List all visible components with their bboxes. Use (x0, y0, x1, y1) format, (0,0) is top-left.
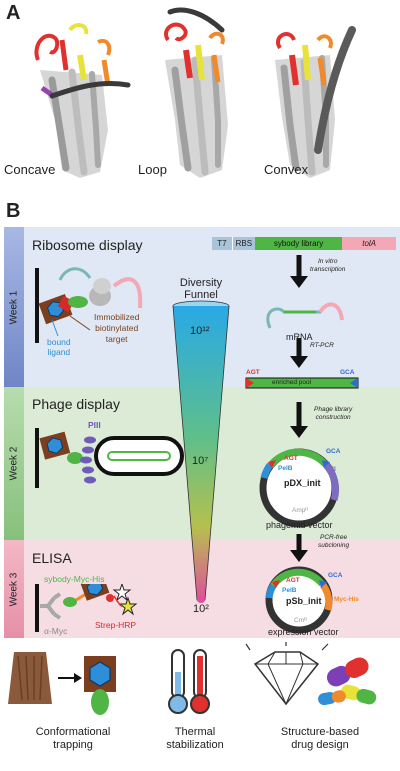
phagemid-amp: Ampᴿ (292, 507, 309, 514)
phage-display-illustration (35, 428, 184, 488)
agt-label-pool: AGT (246, 369, 260, 376)
ligand-text: ligand (47, 347, 71, 357)
enriched-pool-label: enriched pool (272, 379, 312, 386)
thermal-stabilization-caption: Thermal stabilization (140, 726, 250, 752)
conformational-text: Conformational (35, 726, 111, 738)
workflow-arrows (245, 255, 359, 634)
concave-structure (34, 23, 131, 178)
phage-library-text: Phage library (314, 406, 353, 413)
rt-pcr-label: RT-PCR (310, 342, 334, 349)
funnel-level-1e12: 10¹² (190, 325, 210, 337)
week3-bar: Week 3 (4, 540, 24, 638)
conformational-trapping-caption: Conformational trapping (8, 726, 138, 752)
strep-hrp-label: Strep-HRP (95, 620, 137, 630)
transcription-text: transcription (310, 266, 346, 273)
diversity-funnel (172, 300, 230, 603)
expression-name: pSb_init (286, 596, 322, 606)
pills-icon (318, 657, 377, 706)
subcloning-text: subcloning (318, 542, 350, 549)
tola-segment: tolA (342, 237, 396, 250)
immobilized-text: Immobilized (94, 312, 140, 322)
phagemid-pelb: PelB (278, 465, 293, 472)
mrna-label: mRNA (286, 332, 313, 342)
expression-pelb: PelB (282, 587, 297, 594)
week1-bar: Week 1 (4, 227, 24, 387)
funnel-level-1e7: 10⁷ (192, 455, 209, 467)
pcr-free-subcloning-label: PCR-free subcloning (318, 534, 349, 550)
ribosome-display-illustration (35, 267, 143, 343)
funnel-title-line1: Diversity (179, 277, 223, 289)
construct-bar: T7 RBS sybody library tolA (212, 237, 396, 250)
week2-label: Week 2 (8, 446, 20, 481)
stabilization-text: stabilization (166, 739, 224, 751)
phagemid-gca: GCA (326, 448, 341, 455)
phagemid-agt: AGT (284, 455, 298, 462)
loop-structure (164, 7, 228, 178)
caption-loop: Loop (138, 162, 167, 177)
panel-a-letter: A (6, 2, 21, 24)
week3-label: Week 3 (8, 572, 20, 606)
expression-cm: Cmᴿ (294, 617, 308, 624)
phagemid-caption: phagemid vector (266, 520, 333, 530)
in-vitro-text: In vitro (317, 258, 338, 265)
diamond-icon (245, 642, 329, 706)
convex-structure (275, 26, 356, 178)
expression-caption: expression vector (268, 627, 339, 637)
drug-design-caption: Structure-based drug design (250, 726, 390, 752)
caption-convex: Convex (264, 162, 309, 177)
piii-label: PIII (88, 420, 101, 430)
immobilized-target-label: Immobilized biotinylated target (94, 312, 139, 345)
rbs-segment: RBS (231, 237, 255, 250)
elisa-title: ELISA (32, 550, 72, 566)
structure-based-text: Structure-based (280, 726, 360, 738)
caption-concave: Concave (4, 162, 56, 177)
week1-label: Week 1 (8, 290, 20, 324)
t7-segment: T7 (212, 237, 232, 250)
pcr-free-text: PCR-free (319, 534, 348, 541)
conformational-trapping-icon (8, 652, 116, 715)
expression-mychis: Myc-His (334, 596, 359, 603)
bound-ligand-label: bound ligand (47, 337, 71, 357)
in-vitro-transcription-label: In vitro transcription (310, 258, 345, 274)
week2-bar: Week 2 (4, 387, 24, 540)
alpha-myc-label: α-Myc (44, 626, 68, 636)
target-text: target (105, 334, 128, 344)
gca-label-pool: GCA (340, 369, 355, 376)
phage-library-construction-label: Phage library construction (314, 406, 352, 422)
expression-gca: GCA (328, 572, 343, 579)
sybody-myc-his-label: sybody-Myc-His (44, 574, 105, 584)
bound-text: bound (47, 337, 71, 347)
ribosome-display-title: Ribosome display (32, 237, 143, 253)
funnel-title-line2: Funnel (184, 289, 218, 301)
phagemid-name: pDX_init (284, 478, 321, 488)
elisa-illustration (35, 584, 138, 632)
biotinylated-text: biotinylated (95, 323, 139, 333)
thermal-text: Thermal (174, 726, 216, 738)
library-segment: sybody library (254, 237, 343, 250)
panel-a-structures (34, 7, 356, 178)
expression-agt: AGT (286, 577, 300, 584)
phagemid-piii: PIII (326, 466, 336, 473)
drug-design-text: drug design (291, 739, 349, 751)
funnel-level-1e2: 10² (193, 603, 209, 615)
panel-b-letter: B (6, 200, 21, 222)
trapping-text: trapping (53, 739, 93, 751)
funnel-title: Diversity Funnel (168, 277, 234, 301)
construction-text: construction (315, 414, 351, 421)
bottom-illustrations (8, 642, 377, 715)
phage-display-title: Phage display (32, 396, 120, 412)
thermometer-icon (168, 649, 210, 714)
